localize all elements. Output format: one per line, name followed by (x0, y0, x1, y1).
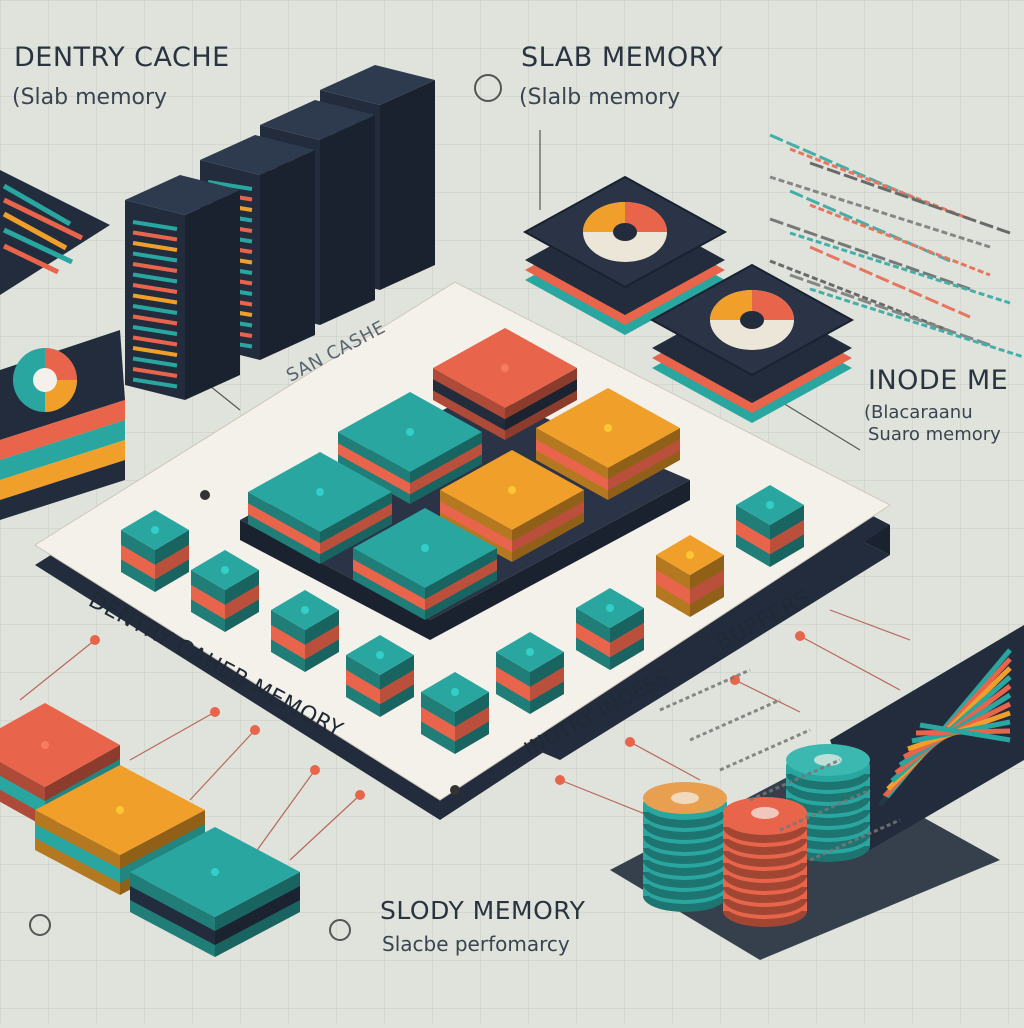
large-block-4 (248, 452, 392, 564)
front-block-3 (130, 827, 300, 957)
buffer-coin-stacks (610, 744, 1000, 960)
dentry-cache-subtitle: (Slab memory (12, 85, 168, 110)
server-racks (125, 65, 435, 400)
large-block-3 (536, 388, 680, 500)
small-cube-4 (346, 635, 414, 717)
disc-panel-2 (649, 263, 855, 423)
inode-memory-title: INODE ME (868, 365, 1009, 396)
large-block-5 (440, 450, 584, 562)
coin-stack-1 (643, 782, 727, 912)
memory-blocks (0, 328, 804, 957)
connector-lines (19, 130, 911, 861)
slab-memory-title: SLAB MEMORY (521, 42, 724, 73)
inode-memory-subtitle-1: (Blacaraanu (864, 402, 973, 423)
decorative-text-lines (659, 133, 1024, 862)
large-block-6 (353, 508, 497, 620)
inode-memory-subtitle-2: Suaro memory (868, 424, 1001, 445)
server-rack-4 (125, 175, 240, 400)
disc-panel-1 (522, 175, 728, 335)
small-icons (29, 74, 502, 941)
disc-panels (522, 175, 855, 423)
left-chart-panel (0, 330, 125, 520)
small-cube-9 (736, 485, 804, 567)
small-cube-8 (656, 535, 724, 617)
small-cube-7 (576, 588, 644, 670)
small-cube-3 (271, 590, 339, 672)
slody-memory-subtitle: Slacbe perfomarcy (382, 932, 570, 956)
small-cube-2 (191, 550, 259, 632)
large-block-2 (338, 392, 482, 504)
slab-memory-subtitle: (Slalb memory (519, 85, 681, 110)
large-block-1 (433, 328, 577, 440)
coin-stack-3 (723, 797, 807, 927)
dentry-cache-title: DENTRY CACHE (14, 42, 230, 73)
small-cube-5 (421, 672, 489, 754)
left-striped-card (0, 170, 110, 295)
coin-stack-2 (786, 744, 870, 862)
front-block-2 (35, 765, 205, 895)
small-cube-1 (121, 510, 189, 592)
slody-memory-title: SLODY MEMORY (380, 896, 586, 925)
small-cube-6 (496, 632, 564, 714)
